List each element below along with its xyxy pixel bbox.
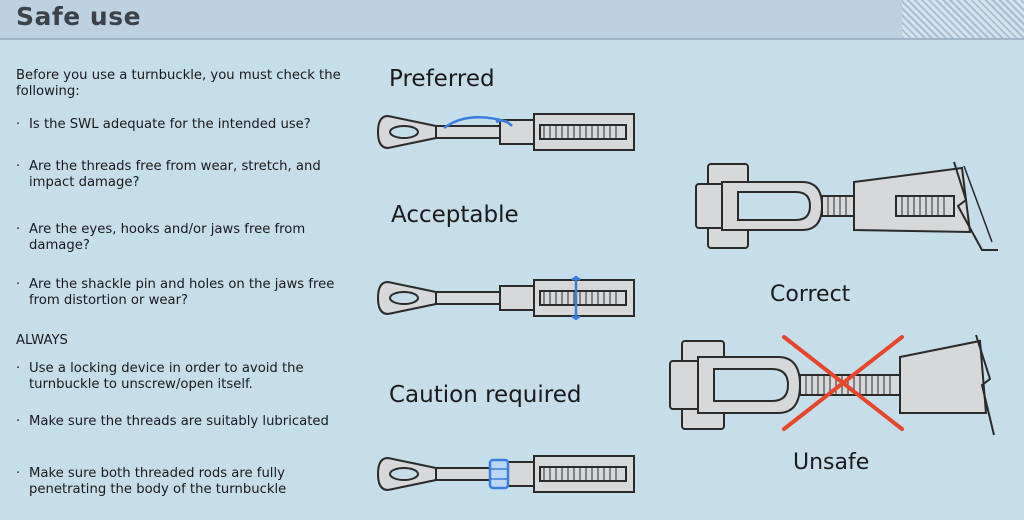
bullet-icon: ·: [16, 361, 21, 376]
always-item-locking: · Use a locking device in order to avoid…: [16, 361, 366, 393]
bullet-icon: ·: [16, 117, 21, 132]
always-item-text: Use a locking device in order to avoid t…: [29, 361, 304, 392]
always-item-text: Make sure the threads are suitably lubri…: [29, 414, 329, 429]
acceptable-label: Acceptable: [391, 202, 519, 228]
intro-text: Before you use a turnbuckle, you must ch…: [16, 68, 341, 99]
preferred-label: Preferred: [389, 66, 495, 92]
turnbuckle-acceptable-illustration: [376, 276, 635, 320]
check-item-text: Are the eyes, hooks and/or jaws free fro…: [29, 222, 306, 253]
correct-label: Correct: [770, 282, 851, 307]
header-hatch-decoration: [902, 0, 1024, 38]
check-item-threads: · Are the threads free from wear, stretc…: [16, 159, 366, 191]
bullet-icon: ·: [16, 159, 21, 174]
caution-required-label: Caution required: [389, 382, 582, 408]
bullet-icon: ·: [16, 222, 21, 237]
unsafe-cross-icon: [782, 335, 904, 431]
turnbuckle-preferred-illustration: [376, 113, 635, 151]
turnbuckle-unsafe-illustration: [669, 334, 995, 436]
slide-title: Safe use: [16, 2, 142, 31]
check-item-text: Are the threads free from wear, stretch,…: [29, 159, 321, 190]
check-item-eyes: · Are the eyes, hooks and/or jaws free f…: [16, 222, 366, 254]
always-item-lubricated: · Make sure the threads are suitably lub…: [16, 414, 366, 430]
check-item-text: Are the shackle pin and holes on the jaw…: [29, 277, 335, 308]
check-item-swl: · Is the SWL adequate for the intended u…: [16, 117, 366, 133]
bullet-icon: ·: [16, 466, 21, 481]
check-item-shackle: · Are the shackle pin and holes on the j…: [16, 277, 366, 309]
check-item-text: Is the SWL adequate for the intended use…: [29, 117, 311, 132]
slide-header: Safe use: [0, 0, 1024, 40]
bullet-icon: ·: [16, 414, 21, 429]
bullet-icon: ·: [16, 277, 21, 292]
unsafe-label: Unsafe: [793, 450, 870, 475]
always-item-penetrating: · Make sure both threaded rods are fully…: [16, 466, 366, 498]
turnbuckle-caution-illustration: [376, 455, 635, 493]
turnbuckle-correct-illustration: [695, 161, 998, 251]
always-heading: ALWAYS: [16, 333, 68, 348]
always-item-text: Make sure both threaded rods are fully p…: [29, 466, 287, 497]
